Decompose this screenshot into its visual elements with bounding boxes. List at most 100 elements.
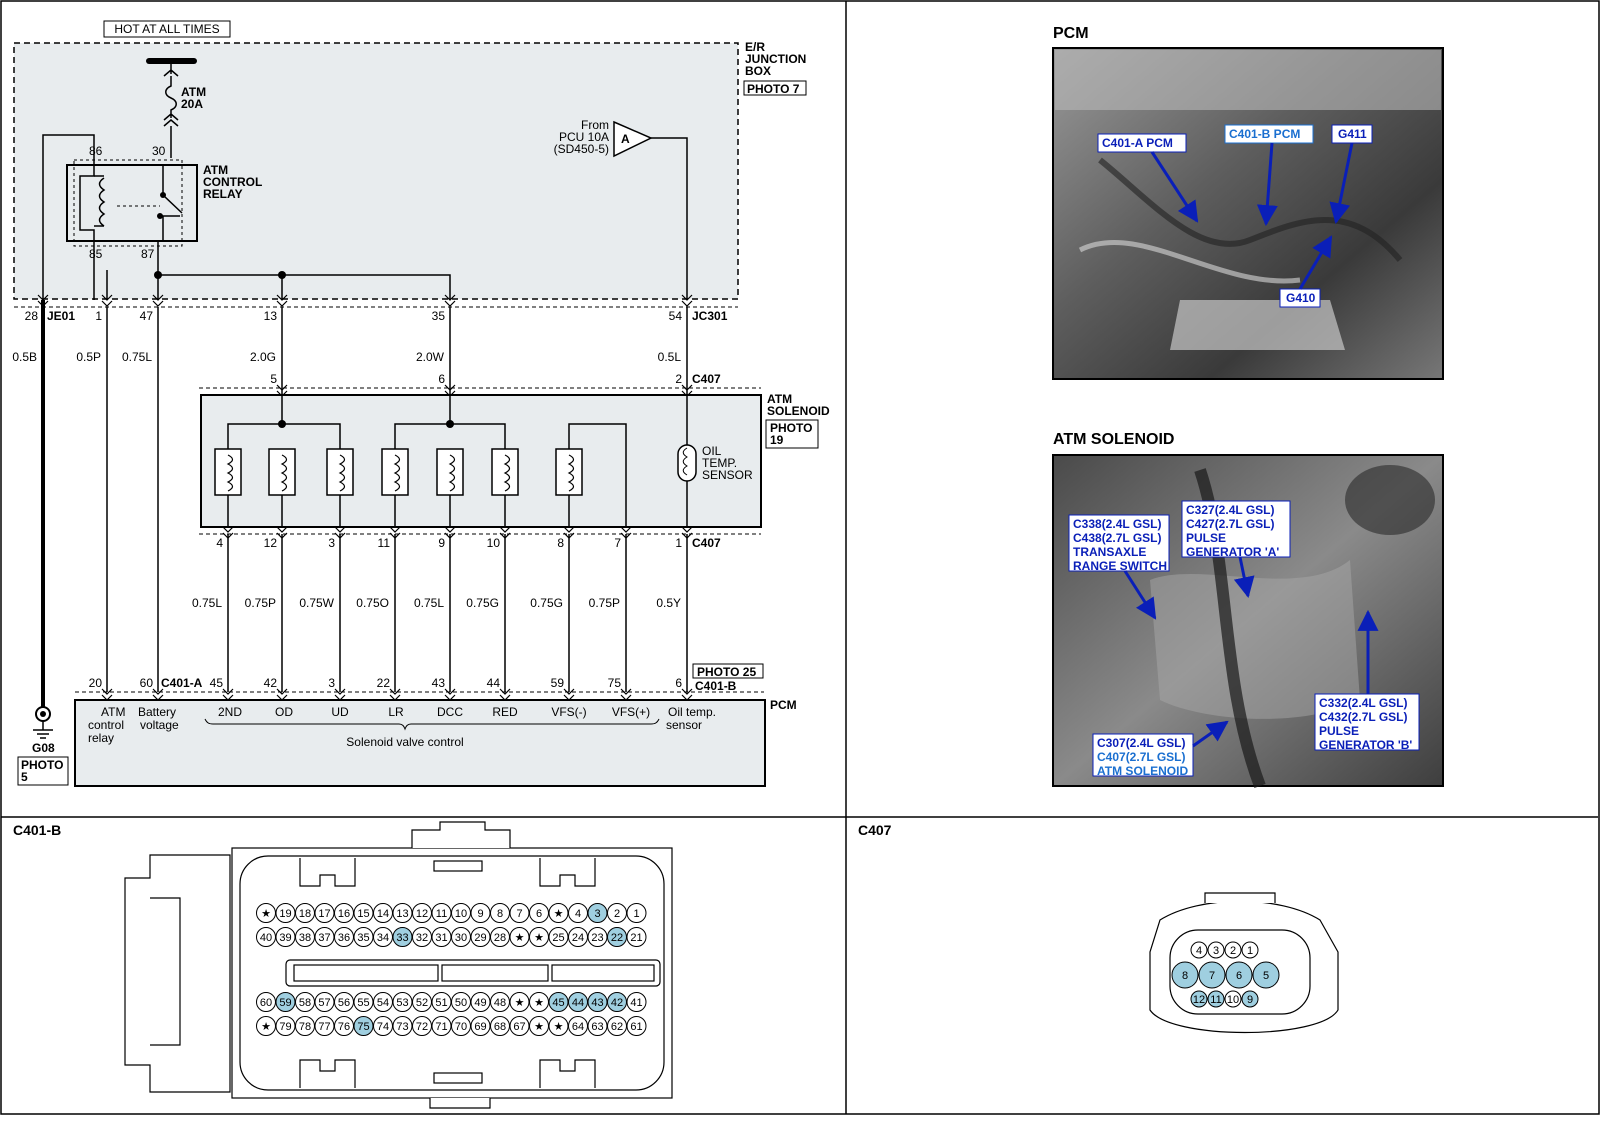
c407-pin-1	[1241, 941, 1259, 959]
c407-pin-12	[1190, 990, 1208, 1008]
c401b-pin-label: 31	[435, 932, 447, 944]
pcm-func-control: control	[88, 718, 124, 732]
pgb-text-4: GENERATOR 'B'	[1319, 738, 1412, 752]
je01-label: JE01	[47, 309, 75, 323]
c401b-pin-label: 60	[260, 997, 272, 1009]
pgb-text-1: C332(2.4L GSL)	[1319, 696, 1407, 710]
c401b-pin-label: 55	[357, 997, 369, 1009]
junction-box-label-3: BOX	[745, 64, 771, 78]
solenoid-coil-winding	[567, 454, 575, 492]
relay-contact-dot-2	[157, 213, 163, 219]
c401b-pin-label: 41	[630, 997, 642, 1009]
c401b-pin-label: 42	[611, 997, 623, 1009]
oil-sensor-label-1: OIL	[702, 444, 722, 458]
ground-terminal-center	[40, 711, 46, 717]
photo7-label: PHOTO 7	[747, 82, 800, 96]
trs-arrow	[1123, 570, 1157, 620]
upper-wire-color-1: 0.5P	[76, 350, 101, 364]
photo-pcm-ecu	[1170, 300, 1345, 350]
c401b-pin-label: 21	[630, 932, 642, 944]
lower-wire-color-1: 0.75P	[245, 596, 276, 610]
pcm-func-2nd: 2ND	[218, 705, 242, 719]
solenoid-coil-box	[214, 448, 242, 496]
trs-text-3: TRANSAXLE	[1073, 545, 1146, 559]
c407-top-label: C407	[692, 372, 721, 386]
lower-wire-color-0: 0.75L	[192, 596, 222, 610]
c407-pin-label: 2	[1230, 945, 1236, 957]
c407-bottom-label: C407	[692, 536, 721, 550]
jc301-label: JC301	[692, 309, 728, 323]
solenoid-valve-brace	[204, 718, 660, 731]
pga-text-4: GENERATOR 'A'	[1186, 545, 1279, 559]
pgb-text-3: PULSE	[1319, 724, 1359, 738]
c401b-pin-label: 76	[338, 1021, 350, 1033]
pcm-func-red: RED	[492, 705, 518, 719]
c401b-pin-label: 30	[455, 932, 467, 944]
solenoid-coil-winding	[280, 454, 288, 492]
photo7-box	[743, 80, 807, 96]
c407-pin-label: 11	[1210, 994, 1221, 1006]
photo5-label-2: 5	[21, 770, 28, 784]
upper-wires	[106, 307, 688, 692]
c401b-pin-label: 22	[611, 932, 623, 944]
lower-wire-color-3: 0.75O	[356, 596, 389, 610]
je01-pin-1: 1	[95, 309, 102, 323]
c401b-pin-label: ★	[515, 932, 525, 944]
c407-bottom-pin-4: 4	[216, 536, 223, 550]
c401b-pin-label: 11	[436, 908, 447, 920]
pga-arrow	[1233, 556, 1255, 599]
pcm-func-voltage: voltage	[140, 718, 179, 732]
pcm-func-od: OD	[275, 705, 293, 719]
relay-label-2: CONTROL	[203, 175, 262, 189]
c401b-pin-61	[626, 1016, 647, 1036]
pcm-pin-75: 75	[608, 676, 622, 690]
je01-chevron	[152, 294, 164, 307]
c407-pin-6	[1225, 961, 1253, 989]
je01-pin-28: 28	[25, 309, 39, 323]
c401b-pin-label: 58	[299, 997, 311, 1009]
solenoid-coil-winding	[226, 454, 234, 492]
c401b-pin-label: 13	[396, 908, 408, 920]
c401b-pin-label: 62	[611, 1021, 623, 1033]
c401b-pin-label: 74	[377, 1021, 389, 1033]
c401b-pin-41	[626, 992, 647, 1012]
c401b-pin-label: 10	[455, 908, 467, 920]
oil-temp-sensor	[677, 444, 697, 482]
c401b-pin-label: 40	[260, 932, 272, 944]
c407-top-pin-2: 2	[675, 372, 682, 386]
photo19-box	[765, 419, 819, 449]
c401b-top-slot	[433, 860, 483, 872]
c401b-pin-label: 12	[416, 908, 428, 920]
hot-at-all-times-label: HOT AT ALL TIMES	[114, 22, 219, 36]
c407-bottom-pin-3: 3	[328, 536, 335, 550]
c407-pin-label: 10	[1227, 994, 1239, 1006]
pga-text-1: C327(2.4L GSL)	[1186, 503, 1274, 517]
je01-chevron	[444, 294, 456, 307]
c401b-key-br	[539, 1059, 596, 1088]
pcm-pin-42: 42	[264, 676, 278, 690]
c401b-pin-label: 50	[455, 997, 467, 1009]
c401b-pin-label: 25	[552, 932, 564, 944]
c401b-title: C401-B	[13, 822, 61, 838]
panel-borders	[0, 0, 1600, 1115]
photo-solenoid-duct	[1345, 465, 1435, 535]
c401b-pin-label: 54	[377, 997, 389, 1009]
lower-wire-color-8: 0.5Y	[656, 596, 681, 610]
c401b-pin-label: 48	[494, 997, 506, 1009]
pga-text-2: C427(2.7L GSL)	[1186, 517, 1274, 531]
c401b-pin-label: 35	[357, 932, 369, 944]
photo25-box	[692, 663, 764, 679]
relay-pin-86: 86	[89, 144, 103, 158]
c407-bottom-pin-7: 7	[614, 536, 621, 550]
solenoid-coil-box	[555, 448, 583, 496]
solenoid-label-1: ATM	[767, 392, 792, 406]
c401b-pin-label: 18	[299, 908, 311, 920]
c407-pin-10	[1224, 990, 1242, 1008]
c401b-pin-label: 59	[279, 997, 291, 1009]
photo-solenoid-transaxle	[1150, 560, 1360, 719]
pcm-pin-59: 59	[551, 676, 565, 690]
c401b-pin-label: 33	[396, 932, 408, 944]
oil-temp-sensor-coil	[682, 447, 688, 476]
c401a-pcm-tag	[1097, 133, 1187, 153]
